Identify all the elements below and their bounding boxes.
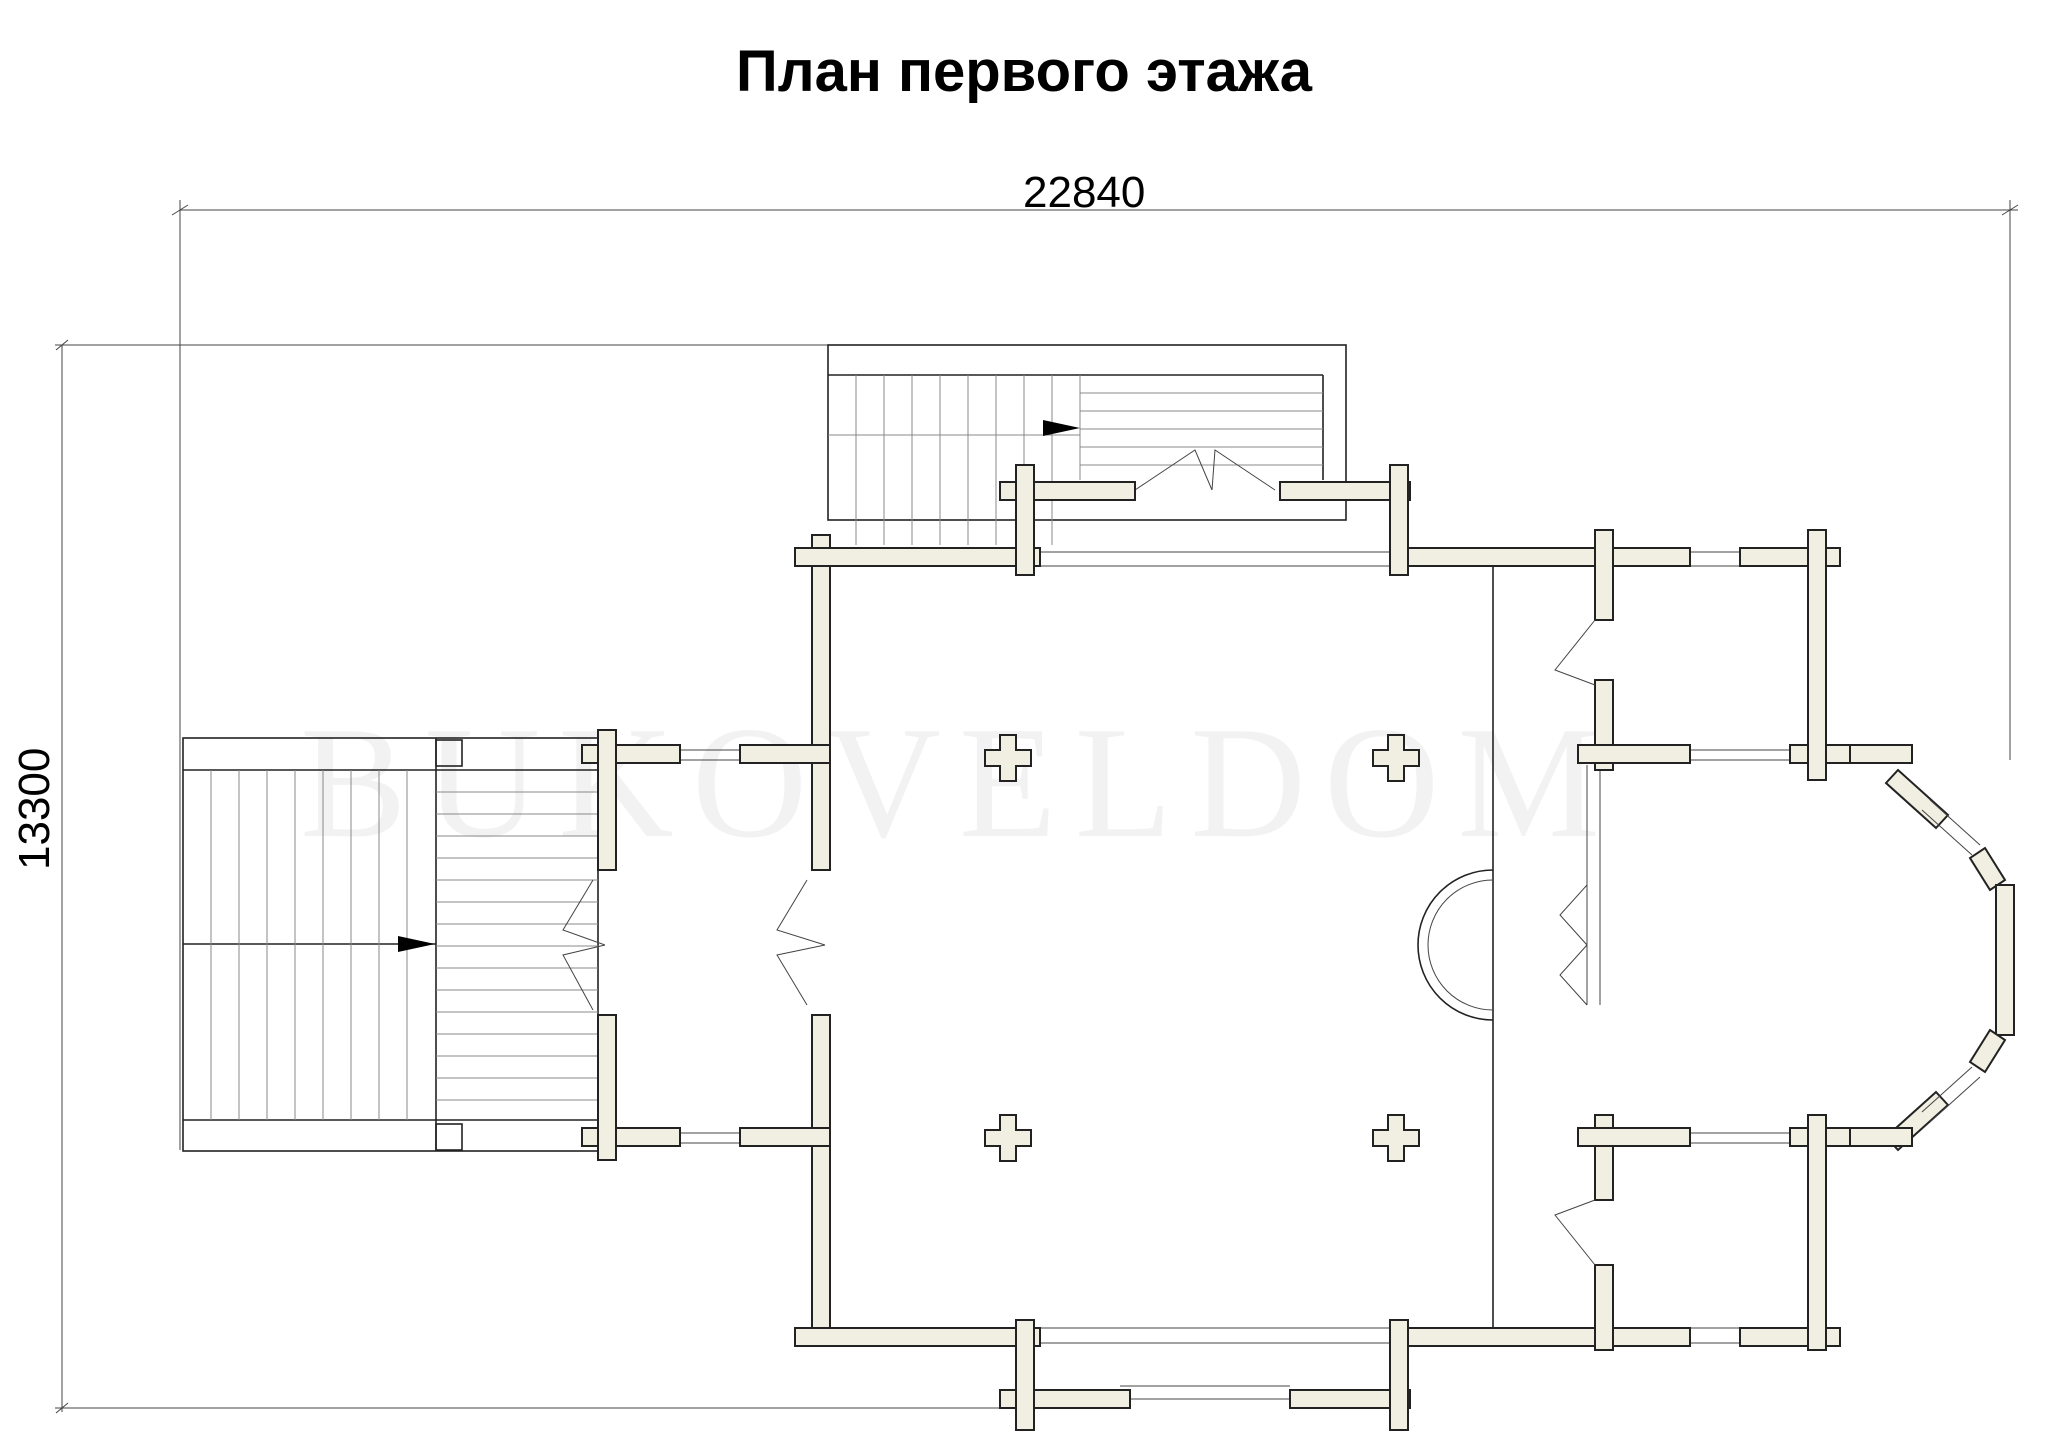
main-hall-outline <box>680 551 1790 1400</box>
west-stair-arrow <box>398 936 435 952</box>
log-walls <box>581 464 2015 1431</box>
width-dimension-label: 22840 <box>1023 168 1146 217</box>
west-post-bottom <box>435 1123 463 1151</box>
north-stair-treads <box>828 375 1323 545</box>
west-porch <box>182 737 606 1152</box>
cross-columns <box>984 734 1420 1162</box>
north-door-swing <box>1134 449 1213 491</box>
page-title: План первого этажа <box>736 39 1312 104</box>
height-dimension-line <box>55 339 1020 1414</box>
width-dimension-line <box>171 200 2019 1150</box>
door-swings <box>776 619 1596 1266</box>
north-stair-arrow <box>1043 420 1080 436</box>
watermark-text: BUKOVELDOM <box>300 693 1618 871</box>
apse-windows <box>1921 799 1981 1123</box>
west-stair-treads <box>210 770 598 1120</box>
north-porch <box>827 344 1347 545</box>
ambo-semicircle <box>1417 869 1494 1021</box>
west-post-top <box>435 739 463 767</box>
west-porch-door-swing <box>562 879 606 946</box>
